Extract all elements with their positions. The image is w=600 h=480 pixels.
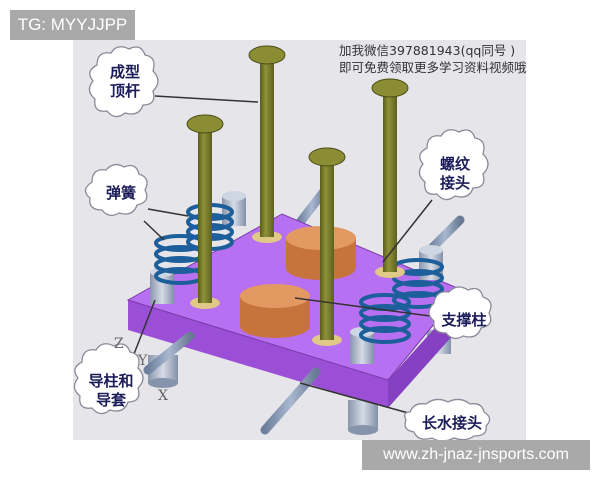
label-line: 长水接头 [421, 414, 482, 432]
axis-y-label: Y [138, 353, 148, 369]
callout-clouds [73, 46, 492, 442]
label-line: 螺纹 [439, 155, 470, 173]
label-water-joint: 长水接头 [412, 414, 492, 433]
label-line: 弹簧 [105, 184, 136, 202]
label-thread-joint: 螺纹 接头 [430, 155, 480, 193]
label-line: 支撑柱 [441, 311, 487, 329]
ejector-plate-side [128, 300, 388, 408]
label-support-pillar: 支撑柱 [432, 311, 496, 330]
promo-line-1: 加我微信397881943(qq同号 ) [339, 43, 516, 58]
promo-line-2: 即可免费领取更多学习资料视频哦 [339, 60, 527, 75]
axis-x-label: X [158, 388, 168, 404]
label-line: 接头 [439, 174, 470, 192]
label-line: 导柱和 [88, 372, 134, 390]
promo-text: 加我微信397881943(qq同号 ) 即可免费领取更多学习资料视频哦 [339, 42, 527, 76]
label-spring: 弹簧 [96, 184, 146, 203]
watermark-top: TG: MYYJJPP [10, 10, 135, 40]
label-line: 顶杆 [109, 82, 140, 100]
axis-z-label: Z [114, 336, 124, 352]
label-line: 成型 [109, 63, 140, 81]
label-guide-post: 导柱和 导套 [80, 372, 142, 410]
label-ejector-pin: 成型 顶杆 [100, 63, 150, 101]
watermark-bottom: www.zh-jnaz-jnsports.com [362, 440, 590, 470]
label-line: 导套 [95, 391, 126, 409]
ejector-pins [186, 45, 409, 346]
